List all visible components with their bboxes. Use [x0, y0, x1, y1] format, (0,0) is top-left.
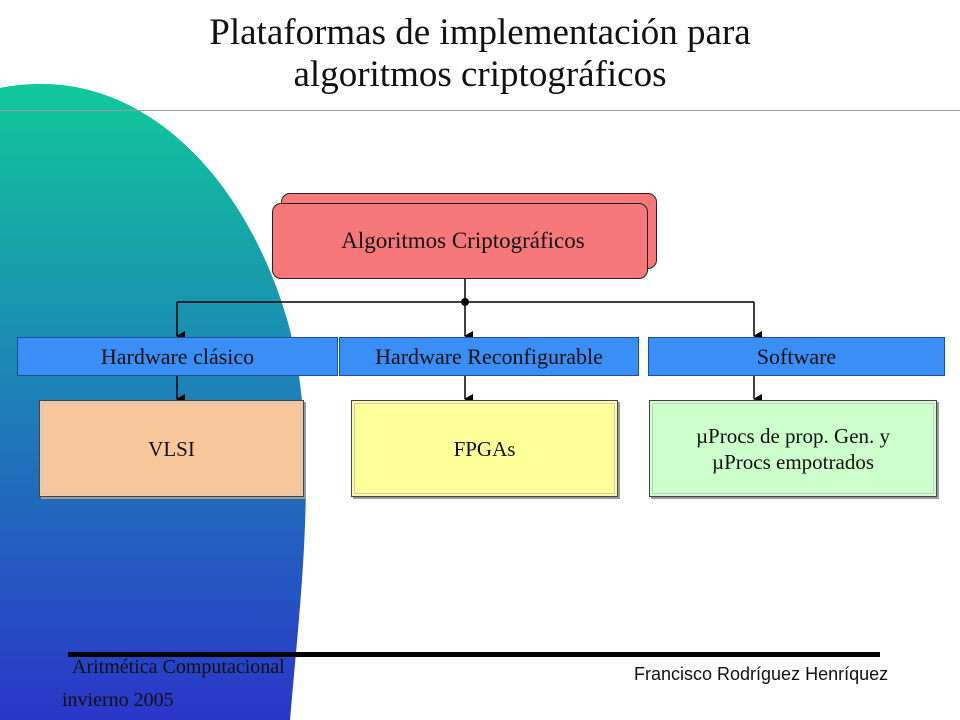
category-label: Software [756, 343, 837, 369]
slide-title: Plataformas de implementación para algor… [100, 12, 860, 96]
category-hardware-clasico: Hardware clásico [17, 337, 338, 376]
title-divider [0, 110, 960, 111]
leaf-label-line-1: µProcs de prop. Gen. y [695, 423, 891, 448]
category-label: Hardware clásico [100, 343, 255, 369]
footer-divider [68, 652, 880, 657]
leaf-label: VLSI [148, 436, 195, 461]
root-node-label: Algoritmos Criptográficos [341, 228, 585, 253]
category-label: Hardware Reconfigurable [375, 343, 603, 369]
leaf-vlsi: VLSI [39, 400, 304, 497]
category-software: Software [648, 337, 945, 376]
title-line-1: Plataformas de implementación para [209, 12, 751, 53]
leaf-procs: µProcs de prop. Gen. y µProcs empotrados [649, 400, 937, 497]
title-line-2: algoritmos criptográficos [293, 54, 667, 95]
footer-course: Aritmética Computacional [72, 656, 285, 678]
leaf-label: FPGAs [453, 436, 516, 461]
footer-term: invierno 2005 [62, 689, 174, 711]
footer-author: Francisco Rodríguez Henríquez [634, 664, 889, 684]
category-hardware-reconfigurable: Hardware Reconfigurable [339, 337, 639, 376]
root-node: Algoritmos Criptográficos [272, 203, 648, 279]
leaf-label-line-2: µProcs empotrados [712, 449, 874, 474]
leaf-fpgas: FPGAs [351, 400, 618, 497]
